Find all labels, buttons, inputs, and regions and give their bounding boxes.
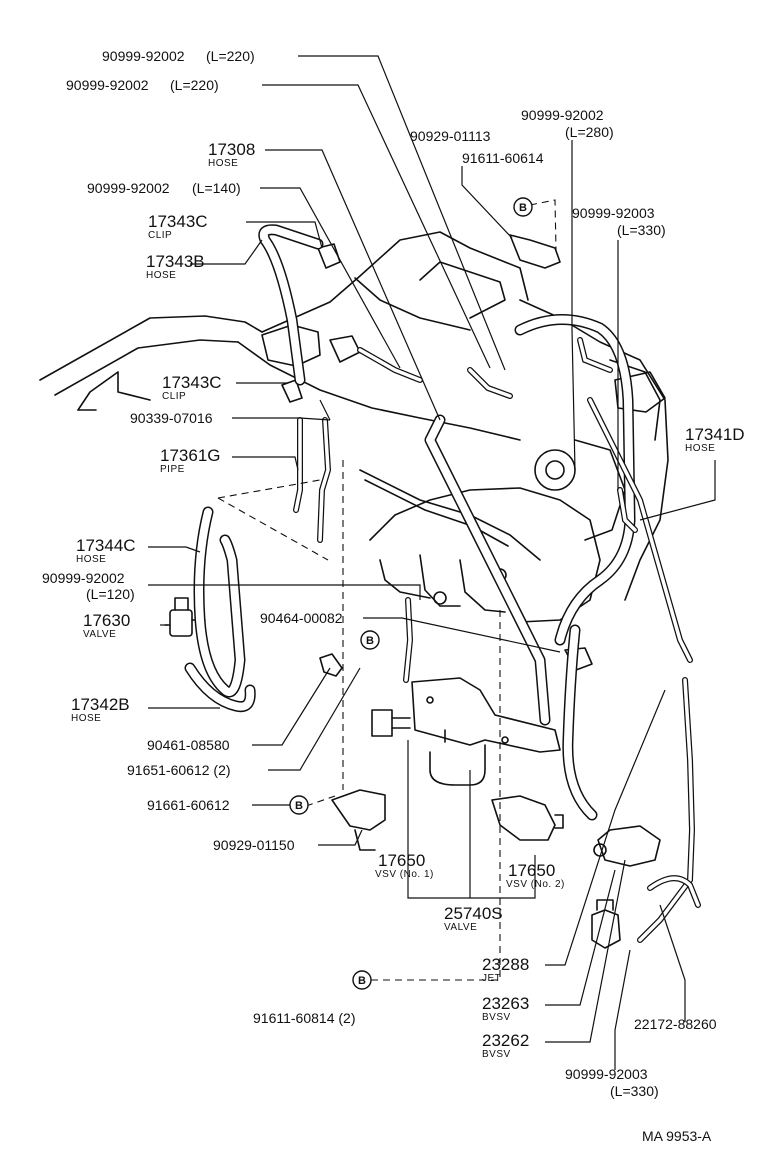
svg-text:(L=220): (L=220)	[170, 77, 219, 93]
label-17344c: 17344C	[76, 536, 136, 555]
marker-b-mid: B	[360, 630, 380, 650]
svg-text:HOSE: HOSE	[76, 554, 106, 565]
label-90929-01113: 90929-01113	[410, 128, 491, 144]
label-17308: 17308	[208, 140, 255, 159]
label-23262: 23262	[482, 1031, 529, 1050]
label-91661-60612: 91661-60612	[147, 797, 230, 813]
svg-text:PIPE: PIPE	[160, 464, 185, 475]
label-91611-60614: 91611-60614	[462, 150, 544, 166]
svg-text:B: B	[358, 975, 366, 987]
svg-text:VALVE: VALVE	[444, 922, 477, 933]
svg-text:B: B	[519, 202, 527, 214]
label-25740s: 25740S	[444, 904, 503, 923]
label-90999-92002-l140: 90999-92002	[87, 180, 170, 196]
svg-text:HOSE: HOSE	[146, 270, 176, 281]
svg-text:HOSE: HOSE	[71, 713, 101, 724]
label-90464-00082: 90464-00082	[260, 610, 343, 626]
label-90461-08580: 90461-08580	[147, 737, 230, 753]
label-90999-92003-l330-bottom: 90999-92003	[565, 1066, 648, 1082]
label-90999-92002-l220-b: 90999-92002	[66, 77, 149, 93]
hoses	[184, 224, 701, 943]
label-22172-88260: 22172-88260	[634, 1016, 717, 1032]
label-17342b: 17342B	[71, 695, 130, 714]
svg-text:CLIP: CLIP	[162, 391, 186, 402]
label-91651-60612: 91651-60612 (2)	[127, 762, 231, 778]
label-17630: 17630	[83, 611, 130, 630]
dashed-reference-lines	[217, 199, 557, 981]
label-17343c-mid: 17343C	[162, 373, 222, 392]
svg-text:HOSE: HOSE	[208, 158, 238, 169]
svg-text:(L=330): (L=330)	[617, 222, 666, 238]
label-90999-92002-l120: 90999-92002	[42, 570, 125, 586]
svg-text:BVSV: BVSV	[482, 1012, 511, 1023]
svg-text:VALVE: VALVE	[83, 629, 116, 640]
label-23263: 23263	[482, 994, 529, 1013]
leader-lines	[148, 55, 716, 1070]
label-91611-60814: 91611-60814 (2)	[253, 1010, 355, 1026]
svg-text:HOSE: HOSE	[685, 443, 715, 454]
label-90999-92003-l330-top: 90999-92003	[572, 205, 655, 221]
svg-text:B: B	[295, 800, 303, 812]
label-17343b: 17343B	[146, 252, 205, 271]
svg-text:VSV (No. 2): VSV (No. 2)	[506, 879, 565, 890]
svg-text:(L=140): (L=140)	[192, 180, 241, 196]
marker-b-bottom: B	[352, 970, 372, 990]
label-17650-vsv2: 17650	[508, 861, 555, 880]
label-17341d: 17341D	[685, 425, 745, 444]
label-23288: 23288	[482, 955, 529, 974]
svg-text:(L=280): (L=280)	[565, 124, 614, 140]
svg-text:BVSV: BVSV	[482, 1049, 511, 1060]
label-17361g: 17361G	[160, 446, 221, 465]
marker-b-top: B	[513, 197, 533, 217]
figure-id: MA 9953-A	[642, 1128, 712, 1144]
marker-b-left: B	[289, 795, 309, 815]
label-17343c-top: 17343C	[148, 212, 208, 231]
svg-text:(L=220): (L=220)	[206, 48, 255, 64]
label-90999-92002-l220-a: 90999-92002	[102, 48, 185, 64]
svg-text:JET: JET	[482, 973, 501, 984]
svg-text:B: B	[366, 635, 374, 647]
svg-text:VSV (No. 1): VSV (No. 1)	[375, 869, 434, 880]
label-90929-01150: 90929-01150	[213, 837, 295, 853]
label-90999-92002-l280: 90999-92002	[521, 107, 604, 123]
label-90339-07016: 90339-07016	[130, 410, 213, 426]
svg-text:CLIP: CLIP	[148, 230, 172, 241]
callout-labels: 90999-92002 (L=220) 90999-92002 (L=220) …	[42, 48, 745, 1144]
svg-text:(L=120): (L=120)	[86, 586, 135, 602]
svg-text:(L=330): (L=330)	[610, 1083, 659, 1099]
label-17650-vsv1: 17650	[378, 851, 425, 870]
